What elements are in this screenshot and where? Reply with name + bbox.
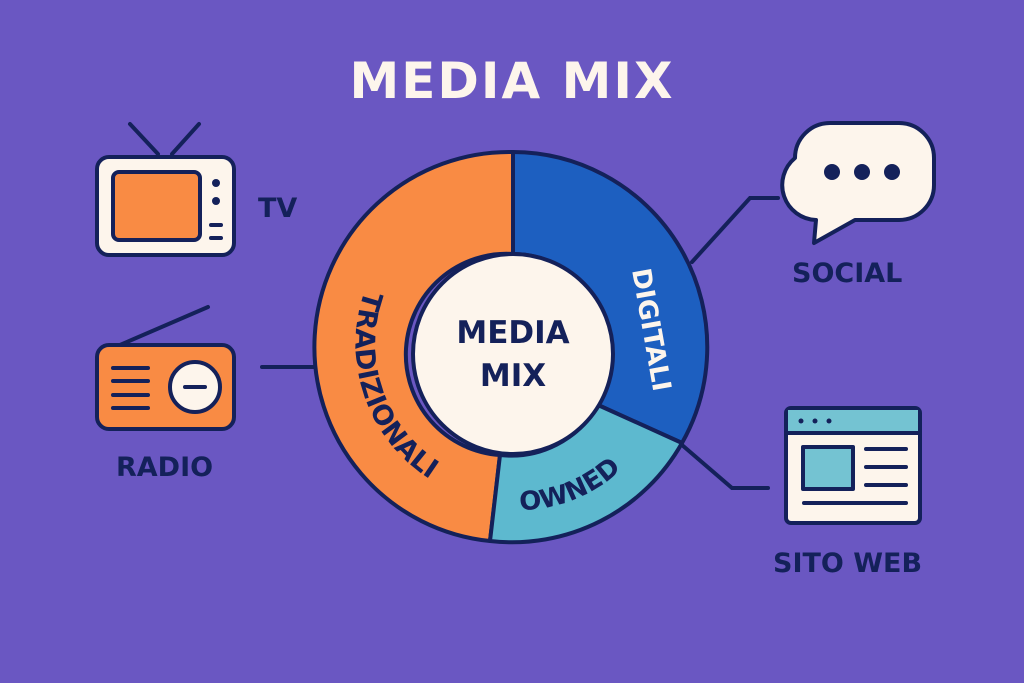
radio-icon [95,305,236,431]
connector-lines [260,196,780,490]
sito-web-label: SITO WEB [773,548,923,579]
social-label: SOCIAL [792,258,903,289]
connector-social [690,196,780,264]
tv-label: TV [258,193,298,224]
center-circle [411,252,615,456]
page-title: MEDIA MIX [349,52,675,110]
donut-chart [312,149,710,545]
center-label-line2: MIX [480,358,546,394]
segment-tradizionali [312,149,515,543]
center-label-line1: MEDIA [456,315,569,351]
browser-window-icon [784,406,922,525]
connector-web [680,443,770,490]
tv-icon [95,122,236,257]
radio-label: RADIO [116,452,214,483]
speech-bubble-icon [780,121,936,245]
